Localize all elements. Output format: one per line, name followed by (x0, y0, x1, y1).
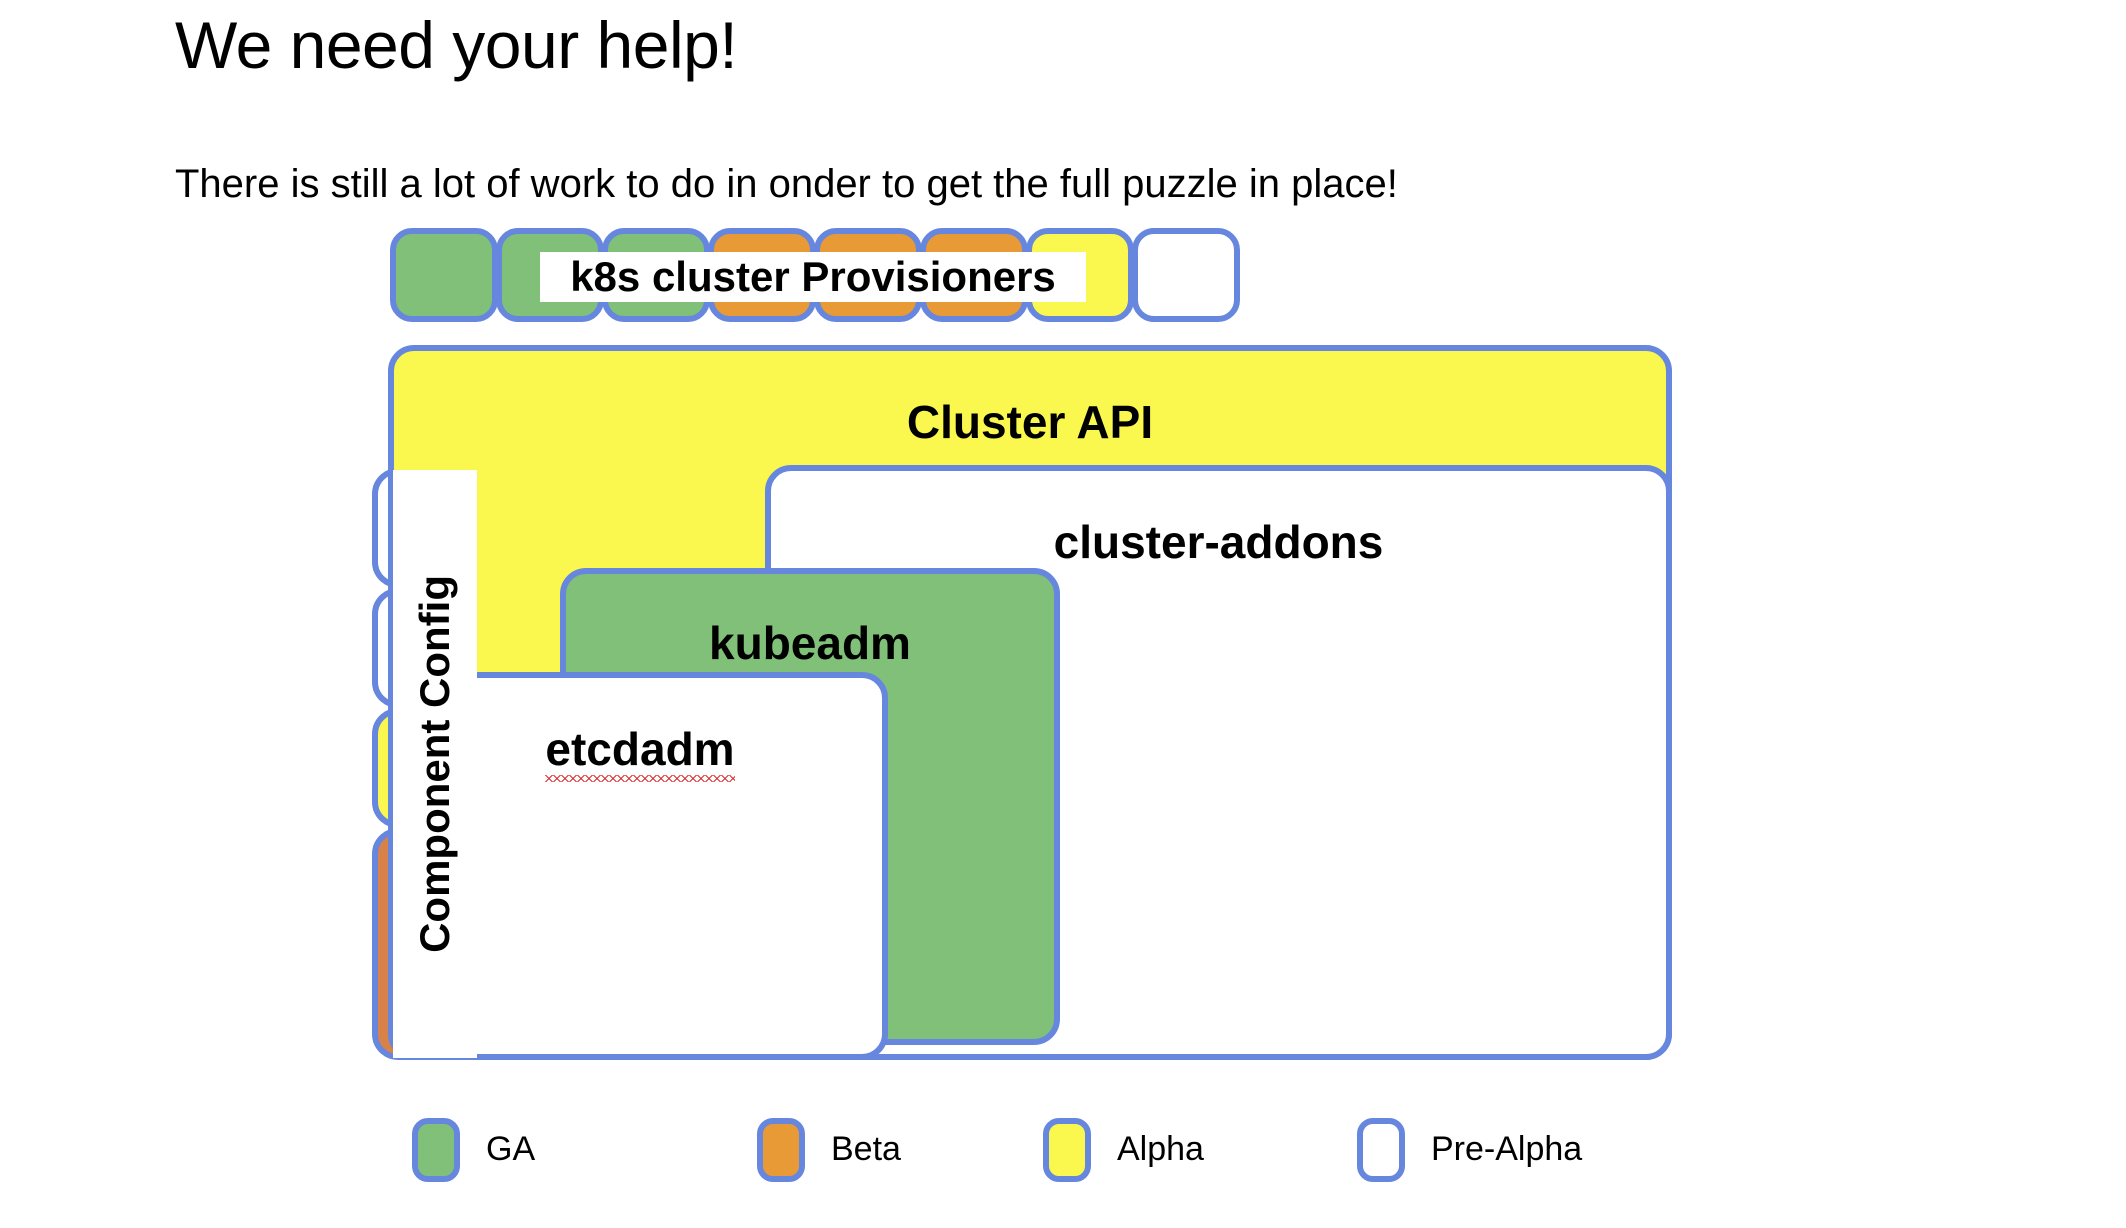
provisioner-box-8[interactable] (1132, 228, 1240, 322)
kubeadm-label: kubeadm (709, 617, 911, 669)
cluster-addons-label: cluster-addons (1053, 516, 1384, 568)
etcdadm-label-text: etcdadm (545, 723, 735, 782)
legend: GA Beta Alpha Pre-Alpha (0, 1118, 2126, 1198)
etcdadm-label: etcdadm (398, 723, 882, 782)
legend-swatch-ga (412, 1118, 460, 1182)
page-title: We need your help! (175, 8, 738, 82)
legend-label-ga: GA (486, 1130, 536, 1168)
legend-label-alpha: Alpha (1117, 1130, 1204, 1168)
provisioner-box-1[interactable] (390, 228, 498, 322)
component-config-label: Component Config (393, 470, 477, 1058)
provisioner-row-label: k8s cluster Provisioners (540, 252, 1086, 302)
legend-label-prealpha: Pre-Alpha (1431, 1130, 1583, 1168)
legend-swatch-beta (757, 1118, 805, 1182)
legend-swatch-prealpha (1357, 1118, 1405, 1182)
legend-label-beta: Beta (831, 1130, 901, 1168)
legend-swatch-alpha (1043, 1118, 1091, 1182)
page-subtitle: There is still a lot of work to do in on… (175, 162, 1398, 206)
cluster-api-label: Cluster API (906, 396, 1154, 448)
component-config-label-text: Component Config (411, 575, 458, 953)
